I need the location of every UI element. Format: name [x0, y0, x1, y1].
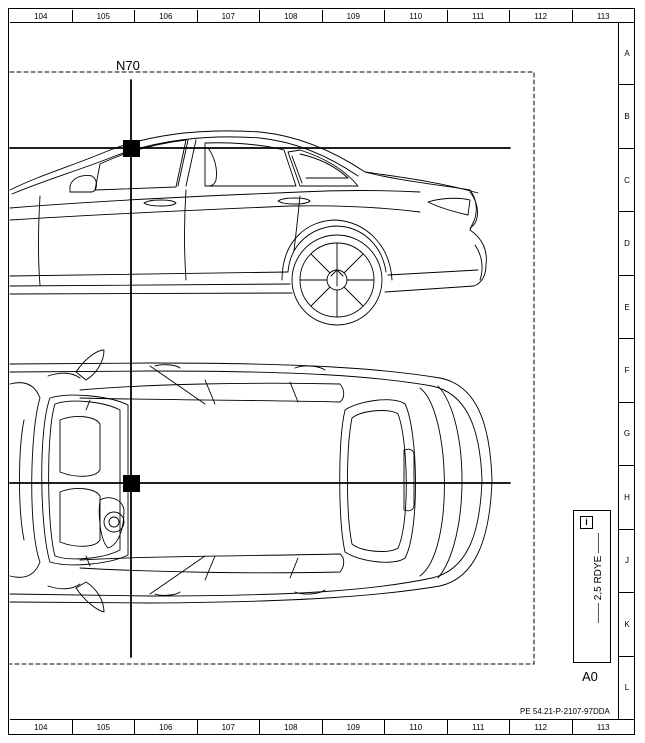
grid-col-label: 107 — [198, 10, 260, 22]
sensor-crosshair — [9, 79, 511, 658]
grid-row-label: E — [619, 276, 635, 340]
grid-col-label: 108 — [260, 10, 323, 22]
sensor-marker-icon — [123, 140, 140, 157]
drawing-frame — [8, 8, 635, 735]
grid-col-label: 112 — [510, 720, 573, 734]
grid-row-label: J — [619, 530, 635, 594]
info-icon: i — [580, 516, 593, 529]
grid-row-label: F — [619, 339, 635, 403]
grid-row-label: D — [619, 212, 635, 276]
grid-col-label: 112 — [510, 10, 573, 22]
grid-col-label: 111 — [448, 10, 510, 22]
grid-row-label: B — [619, 85, 635, 149]
grid-col-label: 104 — [10, 10, 73, 22]
grid-col-label: 106 — [135, 10, 198, 22]
grid-col-label: 108 — [260, 720, 323, 734]
grid-col-label: 105 — [73, 10, 135, 22]
car-top-view — [9, 349, 493, 613]
sensor-marker-icon — [123, 475, 140, 492]
dashed-region-border — [9, 71, 535, 665]
grid-col-label: 111 — [448, 720, 510, 734]
wire-info-box: i —— 2,5 RDYE —— — [573, 510, 611, 663]
grid-row-label: G — [619, 403, 635, 467]
grid-col-label: 110 — [385, 10, 448, 22]
grid-row-label: H — [619, 466, 635, 530]
top-grid-ruler: 104 105 106 107 108 109 110 111 112 113 — [10, 10, 634, 23]
document-code: PE 54.21-P-2107-97DDA — [520, 707, 610, 716]
grid-col-label: 107 — [198, 720, 260, 734]
wire-label: —— 2,5 RDYE —— — [593, 532, 604, 623]
side-grid-ruler: A B C D E F G H J K L — [618, 22, 635, 719]
car-side-view — [9, 130, 487, 326]
grid-col-label: 110 — [385, 720, 448, 734]
grid-row-label: C — [619, 149, 635, 213]
grid-col-label: 105 — [73, 720, 135, 734]
grid-col-label: 113 — [596, 722, 610, 732]
grid-col-label: 104 — [10, 720, 73, 734]
grid-row-label: L — [624, 683, 630, 693]
grid-col-label: 109 — [323, 10, 385, 22]
grid-col-label: 113 — [596, 11, 610, 21]
sensor-label: N70 — [116, 58, 140, 73]
sheet-label: A0 — [582, 669, 598, 684]
bottom-grid-ruler: 104 105 106 107 108 109 110 111 112 113 — [10, 719, 634, 734]
grid-row-label: K — [619, 593, 635, 657]
grid-row-label: A — [619, 22, 635, 86]
grid-col-label: 106 — [135, 720, 198, 734]
grid-col-label: 109 — [323, 720, 385, 734]
